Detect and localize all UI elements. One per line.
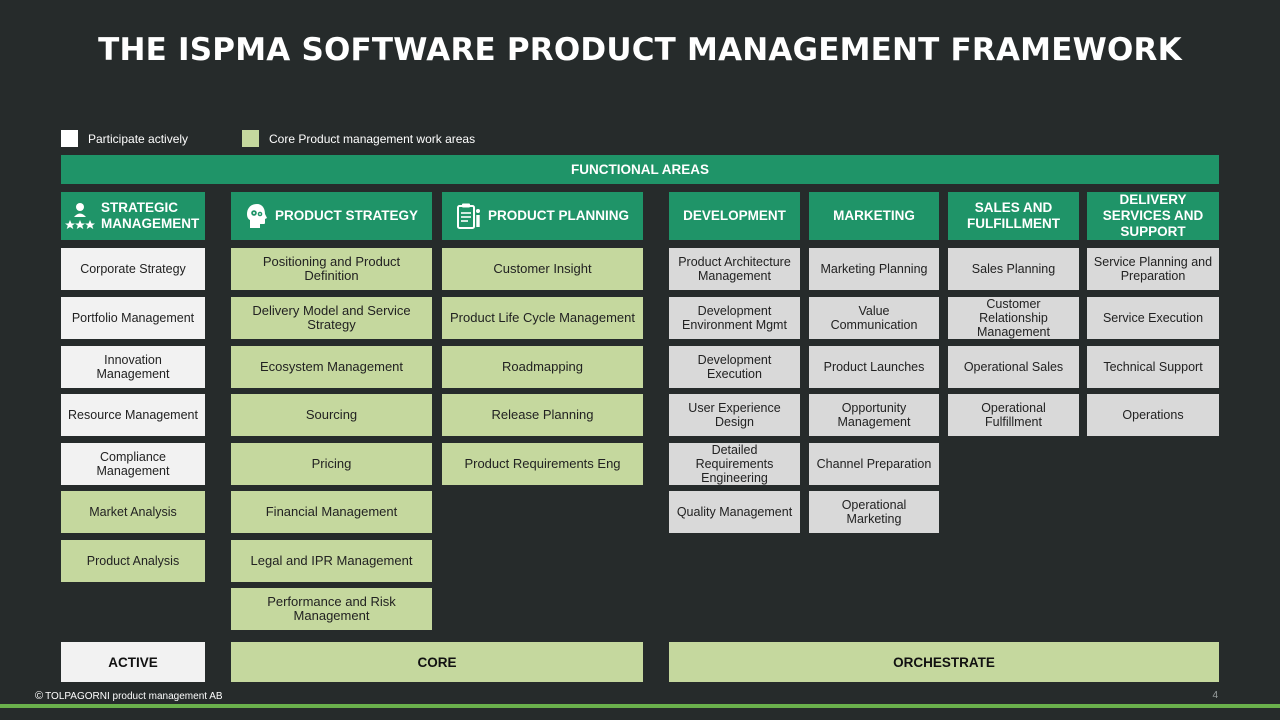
header-marketing: MARKETING [809, 192, 939, 240]
header-label: PRODUCT STRATEGY [274, 208, 418, 223]
cell-compliance-management: Compliance Management [61, 443, 205, 485]
cell-resource-management: Resource Management [61, 394, 205, 436]
header-label: DEVELOPMENT [683, 208, 786, 223]
cell-product-launches: Product Launches [809, 346, 939, 388]
cell-market-analysis: Market Analysis [61, 491, 205, 533]
header-strategic-management: STRATEGIC MANAGEMENT [61, 192, 205, 240]
cell-development-execution: Development Execution [669, 346, 800, 388]
cell-delivery-model-and-service-strategy: Delivery Model and Service Strategy [231, 297, 432, 339]
header-label: SALES AND FULFILLMENT [967, 200, 1060, 231]
legend-swatch-white [61, 130, 78, 147]
cell-legal-and-ipr-management: Legal and IPR Management [231, 540, 432, 582]
cell-product-life-cycle-management: Product Life Cycle Management [442, 297, 643, 339]
cell-corporate-strategy: Corporate Strategy [61, 248, 205, 290]
legend-core-label: Core Product management work areas [269, 131, 476, 146]
header-product-planning: PRODUCT PLANNING [442, 192, 643, 240]
cell-user-experience-design: User Experience Design [669, 394, 800, 436]
page-number: 4 [1212, 690, 1218, 701]
cell-operations: Operations [1087, 394, 1219, 436]
header-product-strategy: PRODUCT STRATEGY [231, 192, 432, 240]
cell-release-planning: Release Planning [442, 394, 643, 436]
cell-opportunity-management: Opportunity Management [809, 394, 939, 436]
bottom-orchestrate: ORCHESTRATE [669, 642, 1219, 682]
cell-sourcing: Sourcing [231, 394, 432, 436]
clipboard-info-icon [457, 203, 480, 229]
cell-quality-management: Quality Management [669, 491, 800, 533]
cell-customer-relationship-management: Customer Relationship Management [948, 297, 1079, 339]
cell-value-communication: Value Communication [809, 297, 939, 339]
copyright-symbol: © [35, 690, 44, 702]
bottom-active: ACTIVE [61, 642, 205, 682]
footer-company: TOLPAGORNI product management AB [45, 690, 223, 702]
cell-customer-insight: Customer Insight [442, 248, 643, 290]
cell-pricing: Pricing [231, 443, 432, 485]
cell-service-execution: Service Execution [1087, 297, 1219, 339]
header-label: MARKETING [833, 208, 915, 223]
cell-development-environment-mgmt: Development Environment Mgmt [669, 297, 800, 339]
header-sales-and-fulfillment: SALES AND FULFILLMENT [948, 192, 1079, 240]
head-gears-icon [246, 204, 267, 228]
cell-operational-marketing: Operational Marketing [809, 491, 939, 533]
cell-financial-management: Financial Management [231, 491, 432, 533]
cell-marketing-planning: Marketing Planning [809, 248, 939, 290]
functional-areas-bar: FUNCTIONAL AREAS [61, 155, 1219, 184]
cell-innovation-management: Innovation Management [61, 346, 205, 388]
header-label: STRATEGIC MANAGEMENT [101, 200, 200, 231]
cell-product-analysis: Product Analysis [61, 540, 205, 582]
header-label: PRODUCT PLANNING [488, 208, 629, 223]
legend-swatch-green [242, 130, 259, 147]
cell-product-architecture-management: Product Architecture Management [669, 248, 800, 290]
legend-participate: Participate actively [61, 130, 188, 147]
cell-positioning-and-product-definition: Positioning and Product Definition [231, 248, 432, 290]
footer-copyright: © TOLPAGORNI product management AB [35, 690, 223, 702]
cell-portfolio-management: Portfolio Management [61, 297, 205, 339]
cell-detailed-requirements-engineering: Detailed Requirements Engineering [669, 443, 800, 485]
footer-accent-line [0, 704, 1280, 708]
cell-roadmapping: Roadmapping [442, 346, 643, 388]
header-delivery-services-and-support: DELIVERY SERVICES AND SUPPORT [1087, 192, 1219, 240]
legend-participate-label: Participate actively [88, 131, 189, 146]
cell-performance-and-risk-management: Performance and Risk Management [231, 588, 432, 630]
bottom-core: CORE [231, 642, 643, 682]
cell-ecosystem-management: Ecosystem Management [231, 346, 432, 388]
people-hierarchy-icon [65, 203, 95, 229]
cell-service-planning-and-preparation: Service Planning and Preparation [1087, 248, 1219, 290]
cell-technical-support: Technical Support [1087, 346, 1219, 388]
page-title: THE ISPMA SOFTWARE PRODUCT MANAGEMENT FR… [98, 32, 1182, 68]
cell-channel-preparation: Channel Preparation [809, 443, 939, 485]
header-label: DELIVERY SERVICES AND SUPPORT [1102, 192, 1204, 239]
cell-operational-fulfillment: Operational Fulfillment [948, 394, 1079, 436]
cell-sales-planning: Sales Planning [948, 248, 1079, 290]
cell-operational-sales: Operational Sales [948, 346, 1079, 388]
legend-core: Core Product management work areas [242, 130, 475, 147]
header-development: DEVELOPMENT [669, 192, 800, 240]
cell-product-requirements-eng: Product Requirements Eng [442, 443, 643, 485]
